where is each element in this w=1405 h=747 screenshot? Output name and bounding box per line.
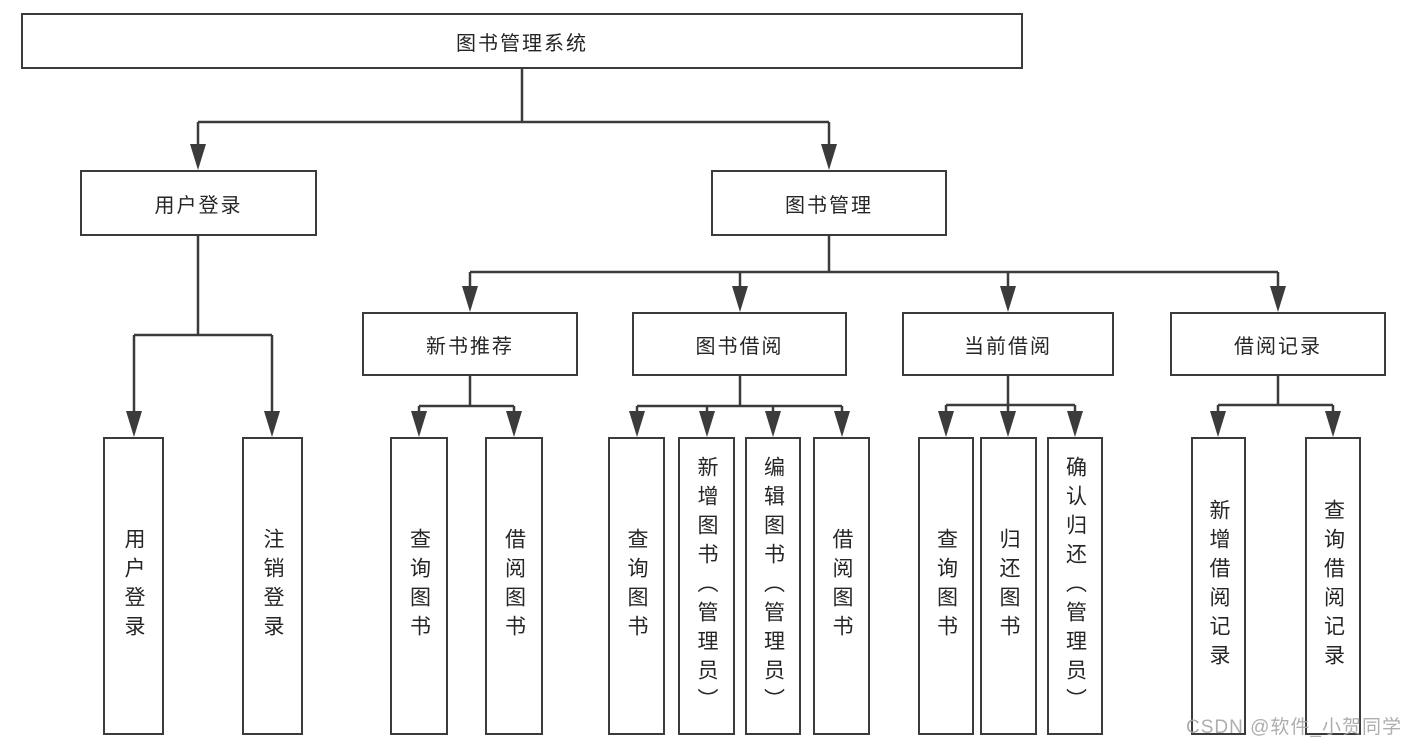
node-label: 当前借阅	[964, 335, 1052, 358]
connector-records-to-leaves	[1216, 376, 1335, 433]
node-label: 新书推荐	[426, 335, 514, 358]
node-book-borrowing: 图书借阅	[632, 312, 847, 376]
node-borrowing-records: 借阅记录	[1170, 312, 1386, 376]
node-label: 用户登录	[154, 194, 243, 217]
node-label: 图书借阅	[695, 335, 784, 358]
connector-userlogin-to-leaves	[132, 236, 274, 433]
node-label: 图书管理	[785, 194, 873, 217]
leaf-return-book: 归还图书	[980, 437, 1037, 735]
node-user-login: 用户登录	[80, 170, 317, 236]
leaf-logout: 注销登录	[242, 437, 303, 735]
leaf-add-borrow-record: 新增借阅记录	[1191, 437, 1246, 735]
leaf-add-book-admin: 新增图书（管理员）	[678, 437, 735, 735]
node-label: 借阅记录	[1234, 335, 1322, 358]
leaf-query-borrow-record: 查询借阅记录	[1305, 437, 1361, 735]
node-label: 注销登录	[261, 528, 284, 644]
node-new-book-recommend: 新书推荐	[362, 312, 578, 376]
connector-bookmgmt-to-level3	[468, 236, 1280, 308]
connector-root-to-level2	[196, 68, 831, 166]
node-label: 用户登录	[122, 528, 145, 644]
node-label: 新增借阅记录	[1207, 499, 1230, 673]
arrowheads	[126, 144, 1341, 437]
node-library-management-system: 图书管理系统	[21, 13, 1023, 69]
node-current-borrowing: 当前借阅	[902, 312, 1114, 376]
leaf-user-login: 用户登录	[103, 437, 164, 735]
leaf-edit-book-admin: 编辑图书（管理员）	[745, 437, 801, 735]
leaf-borrow-books: 借阅图书	[813, 437, 870, 735]
leaf-query-books-current: 查询图书	[918, 437, 974, 735]
node-label: 归还图书	[997, 528, 1020, 644]
connector-borrow-to-leaves	[635, 376, 844, 433]
leaf-borrow-books-recommend: 借阅图书	[485, 437, 543, 735]
node-label: 图书管理系统	[456, 32, 588, 55]
node-book-management: 图书管理	[711, 170, 947, 236]
node-label: 确认归还（管理员）	[1063, 455, 1087, 717]
leaf-confirm-return-admin: 确认归还（管理员）	[1047, 437, 1103, 735]
node-label: 借阅图书	[502, 528, 526, 644]
node-label: 编辑图书（管理员）	[761, 455, 785, 717]
node-label: 借阅图书	[830, 528, 853, 644]
leaf-query-books-borrow: 查询图书	[608, 437, 665, 735]
node-label: 查询图书	[407, 528, 431, 644]
node-label: 查询图书	[934, 528, 958, 644]
leaf-query-books-recommend: 查询图书	[390, 437, 448, 735]
node-label: 新增图书（管理员）	[695, 455, 718, 717]
node-label: 查询借阅记录	[1321, 499, 1345, 673]
node-label: 查询图书	[625, 528, 648, 644]
connector-newbook-to-leaves	[417, 376, 516, 433]
csdn-watermark: CSDN @软件_小贺同学	[1186, 717, 1402, 738]
